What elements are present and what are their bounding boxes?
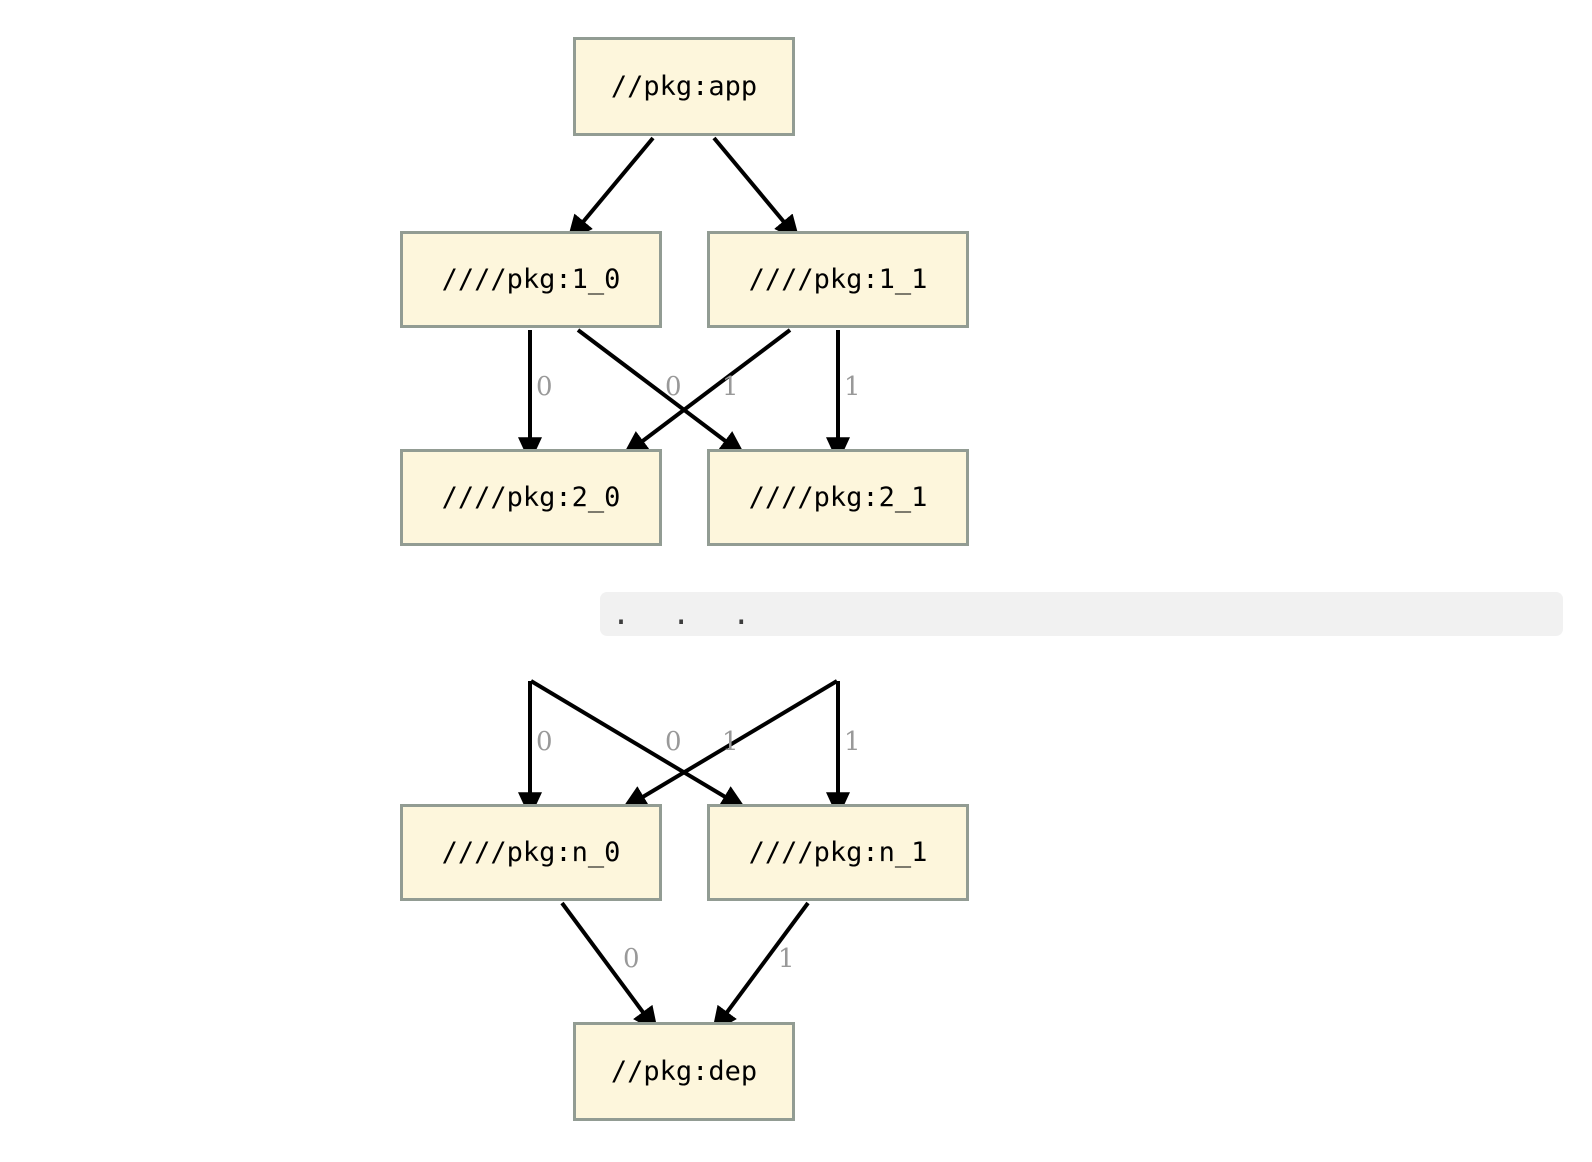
graph-node-label: ////pkg:2_0 xyxy=(441,482,621,513)
graph-edge-label: 0 xyxy=(623,944,640,974)
edge-lines xyxy=(518,136,850,1033)
graph-node-label: ////pkg:n_0 xyxy=(441,837,621,868)
graph-edge-label: 1 xyxy=(844,372,861,402)
graph-edge-anon-to-nn_1 xyxy=(529,679,747,810)
graph-edge-n1_0-to-n2_1 xyxy=(576,328,746,457)
graph-node-label: ////pkg:1_0 xyxy=(441,264,621,295)
ellipsis-dots-label: . . . xyxy=(612,597,763,632)
graph-node-nn_1[interactable]: ////pkg:n_1 xyxy=(707,804,969,901)
graph-node-nn_0[interactable]: ////pkg:n_0 xyxy=(400,804,662,901)
graph-edge-app-to-n1_1 xyxy=(712,136,801,242)
graph-edge-label: 0 xyxy=(536,727,553,757)
graph-edge-label: 1 xyxy=(722,727,739,757)
graph-node-dep[interactable]: //pkg:dep xyxy=(573,1022,795,1121)
graph-edge-app-to-n1_0 xyxy=(566,136,655,242)
graph-node-label: ////pkg:n_1 xyxy=(748,837,928,868)
graph-edge-label: 0 xyxy=(665,727,682,757)
graph-edge-n1_1-to-n2_0 xyxy=(622,328,792,457)
ellipsis-separator-band: . . . xyxy=(600,592,1563,636)
graph-edge-label: 0 xyxy=(536,372,553,402)
graph-edge-label: 1 xyxy=(778,944,795,974)
graph-node-app[interactable]: //pkg:app xyxy=(573,37,795,136)
graph-edge-label: 0 xyxy=(665,372,682,402)
graph-edge-nn_0-to-dep xyxy=(560,901,659,1033)
graph-node-label: ////pkg:2_1 xyxy=(748,482,928,513)
graph-edge-anon-to-nn_0 xyxy=(621,679,839,810)
graph-edge-label: 1 xyxy=(844,727,861,757)
graph-node-label: //pkg:app xyxy=(610,71,758,102)
graph-node-label: //pkg:dep xyxy=(610,1056,758,1087)
graph-node-n2_0[interactable]: ////pkg:2_0 xyxy=(400,449,662,546)
graph-node-n2_1[interactable]: ////pkg:2_1 xyxy=(707,449,969,546)
graph-node-n1_1[interactable]: ////pkg:1_1 xyxy=(707,231,969,328)
graph-edge-nn_1-to-dep xyxy=(711,901,810,1033)
graph-edge-label: 1 xyxy=(722,372,739,402)
graph-node-label: ////pkg:1_1 xyxy=(748,264,928,295)
graph-node-n1_0[interactable]: ////pkg:1_0 xyxy=(400,231,662,328)
